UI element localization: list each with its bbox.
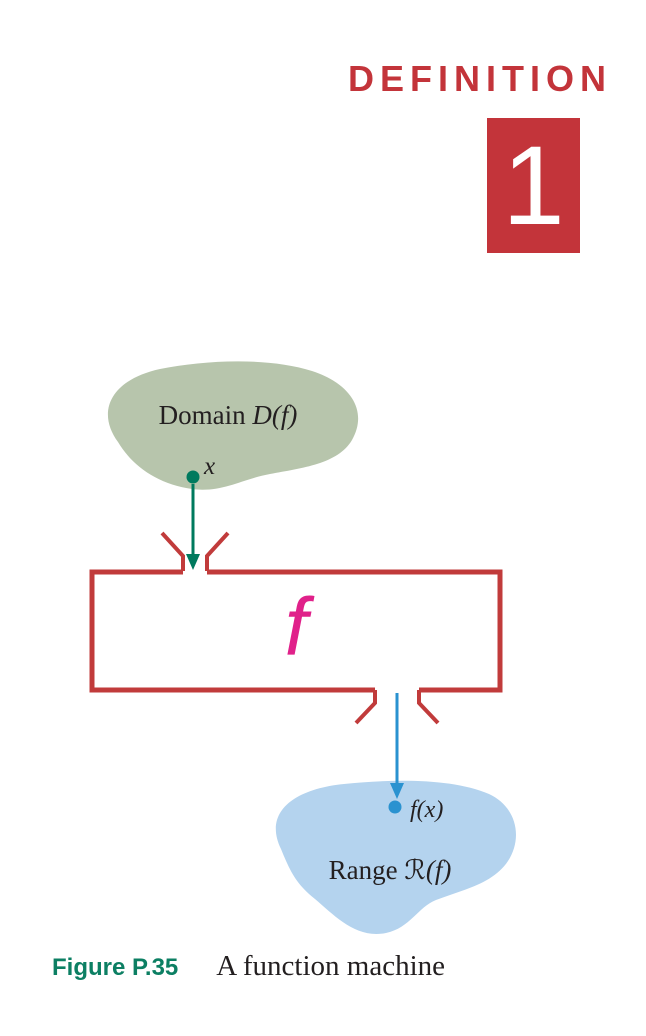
output-funnel-left-icon [354,690,377,725]
output-dot [388,800,402,814]
input-arrowhead [186,554,200,570]
range-arg: (f) [425,855,452,885]
figure-number: Figure P.35 [52,954,179,981]
range-label: Range ℛ(f) [266,855,514,886]
input-funnel-left-icon [160,531,185,571]
figure-caption: Figure P.35 A function machine [52,950,445,983]
range-symbol: ℛ [404,855,426,886]
input-point-label: x [204,453,216,480]
domain-symbol: D [252,400,272,430]
domain-label: Domain D(f) [103,400,353,431]
output-funnel-right-icon [417,690,440,725]
domain-arg: (f) [271,400,298,430]
definition-number-badge: 1 [487,118,580,253]
definition-number: 1 [502,122,565,248]
caption-text: A function machine [216,950,445,982]
output-arrowhead [390,783,404,799]
machine-f-label: f [284,582,308,673]
range-blob [275,780,516,934]
definition-heading: DEFINITION [348,58,612,99]
domain-word: Domain [158,400,246,430]
input-dot [186,470,200,484]
machine-box [89,569,503,693]
input-funnel-right-icon [205,531,230,571]
range-word: Range [328,855,398,885]
output-point-label: f(x) [410,797,444,823]
domain-blob [107,361,359,490]
